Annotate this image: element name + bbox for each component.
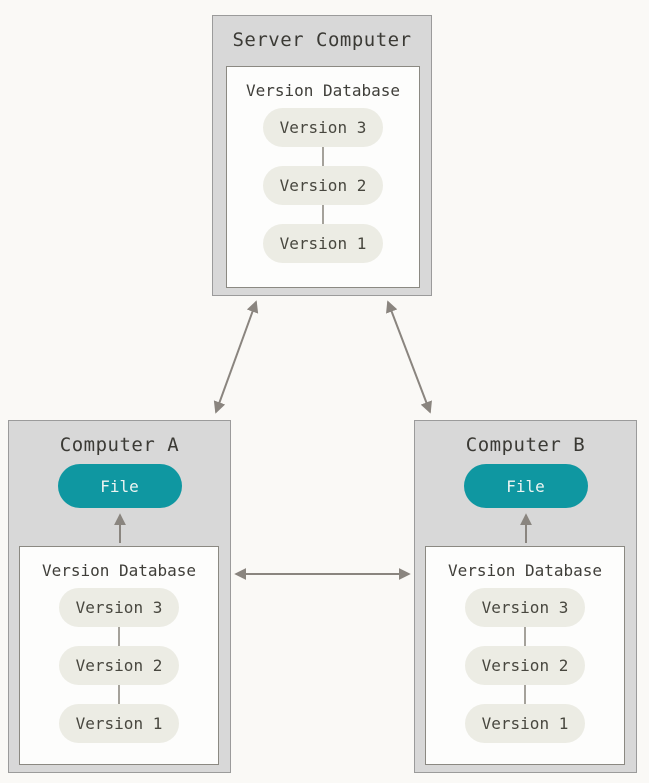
server-to-computer-b-arrow (386, 300, 432, 414)
computer-b-version-database-box: Version Database Version 3 Version 2 Ver… (425, 546, 625, 765)
computer-b-version-1-pill: Version 1 (465, 704, 585, 743)
server-version-2-pill: Version 2 (263, 166, 383, 205)
version-connector-line (118, 627, 120, 646)
computer-b-box: Computer B File Version Database Version… (414, 420, 637, 773)
computer-b-title: Computer B (465, 434, 586, 456)
computer-a-version-1-pill: Version 1 (59, 704, 179, 743)
server-version-database-box: Version Database Version 3 Version 2 Ver… (226, 66, 420, 288)
computer-b-file-pill: File (463, 464, 588, 508)
computer-a-version-database-title: Version Database (41, 561, 197, 580)
computer-a-version-3-pill: Version 3 (59, 588, 179, 627)
version-connector-line (322, 205, 324, 224)
server-version-stack: Version 3 Version 2 Version 1 (263, 108, 383, 263)
server-to-computer-a-arrow (213, 300, 259, 414)
version-connector-line (524, 627, 526, 646)
computer-a-version-stack: Version 3 Version 2 Version 1 (59, 588, 179, 743)
computer-a-version-database-box: Version Database Version 3 Version 2 Ver… (19, 546, 219, 765)
server-computer-title: Server Computer (232, 29, 412, 51)
computer-a-file-pill: File (57, 464, 182, 508)
server-version-database-title: Version Database (245, 81, 401, 100)
server-version-1-pill: Version 1 (263, 224, 383, 263)
version-connector-line (322, 147, 324, 166)
computer-b-version-database-title: Version Database (447, 561, 603, 580)
computer-b-version-stack: Version 3 Version 2 Version 1 (465, 588, 585, 743)
version-connector-line (524, 685, 526, 704)
server-computer-box: Server Computer Version Database Version… (212, 15, 432, 296)
computer-a-version-2-pill: Version 2 (59, 646, 179, 685)
computer-a-title: Computer A (59, 434, 180, 456)
computer-b-version-3-pill: Version 3 (465, 588, 585, 627)
version-connector-line (118, 685, 120, 704)
computer-b-version-2-pill: Version 2 (465, 646, 585, 685)
computer-a-box: Computer A File Version Database Version… (8, 420, 231, 773)
server-version-3-pill: Version 3 (263, 108, 383, 147)
